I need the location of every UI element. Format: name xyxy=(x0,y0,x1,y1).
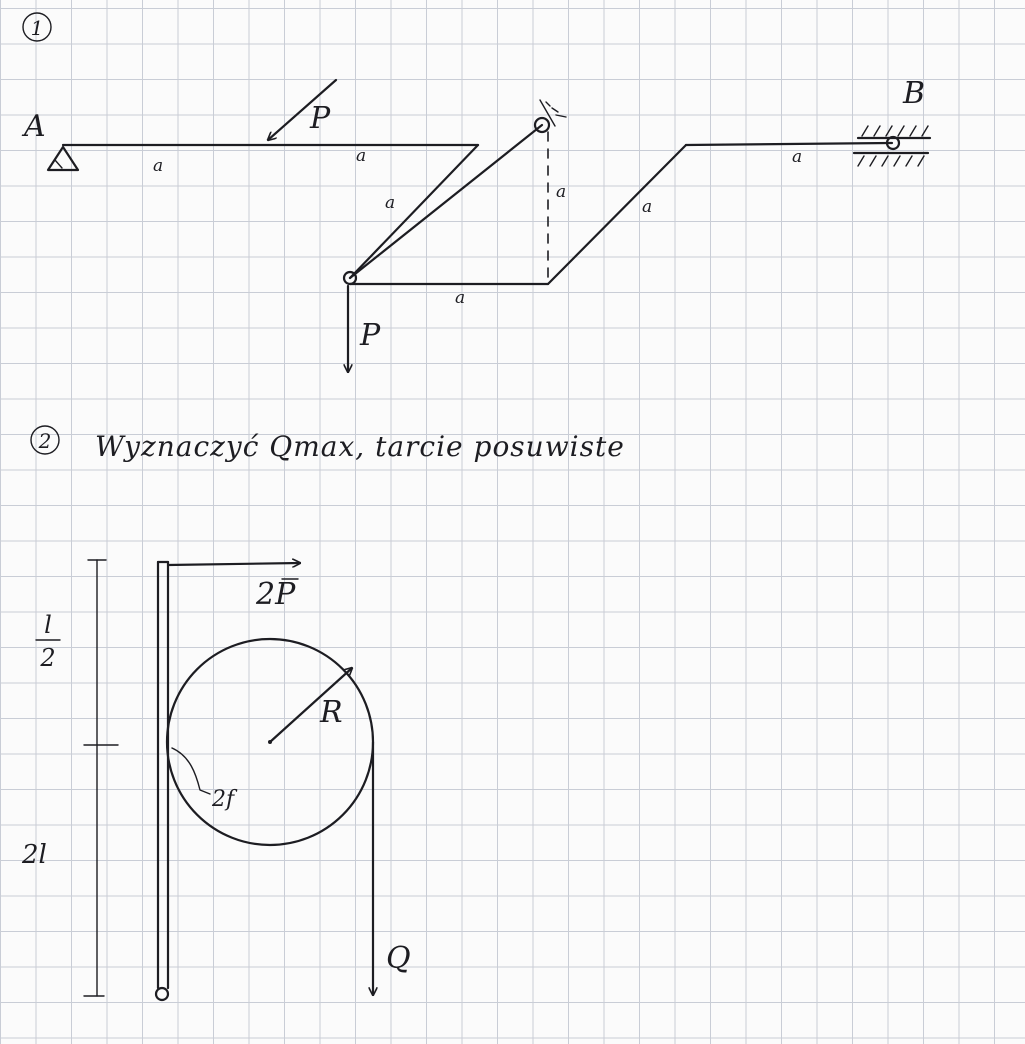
pin-triangle xyxy=(46,145,80,172)
label-friction: 2f xyxy=(211,787,238,812)
label-load: Q xyxy=(386,941,411,976)
rod-pin xyxy=(154,986,170,1002)
label-force-2p: 2P xyxy=(255,577,296,612)
support-a-pin xyxy=(46,145,80,172)
dim-label: a xyxy=(642,197,652,217)
problem-2: 2 Wyznaczyć Qmax, tarcie posuwiste 2P R … xyxy=(21,425,625,1002)
label-radius: R xyxy=(319,695,343,730)
roller-wall xyxy=(539,99,556,127)
pin-hatch xyxy=(54,159,63,169)
bar-to-roller xyxy=(348,123,544,280)
label-force-upper: P xyxy=(309,101,331,136)
hinge-joint xyxy=(342,270,358,286)
problem-1: 1 A xyxy=(21,12,932,374)
roller-support-top xyxy=(533,99,567,134)
label-support-a: A xyxy=(21,109,46,144)
dim-label: a xyxy=(153,156,163,176)
friction-leader xyxy=(171,747,211,795)
problem-1-number: 1 xyxy=(22,12,52,42)
dim-label: a xyxy=(455,288,465,308)
support-b-sleeve xyxy=(852,125,932,167)
dim-bottom-label: 2l xyxy=(21,840,47,870)
beam-top-right xyxy=(684,141,894,147)
label-support-b: B xyxy=(902,76,925,111)
member-diagonal-right xyxy=(546,143,688,286)
sleeve-hatch-top xyxy=(861,125,929,137)
problem-2-number-text: 2 xyxy=(38,429,52,453)
dim-label: a xyxy=(792,147,802,167)
dim-label: a xyxy=(385,193,395,213)
number-circle xyxy=(22,12,52,42)
sleeve-roller xyxy=(885,135,901,151)
roller-hatch xyxy=(555,114,567,118)
roller-circle xyxy=(533,116,551,134)
sleeve-hatch-bottom xyxy=(857,155,925,167)
dim-label: a xyxy=(556,182,566,202)
roller-hatch xyxy=(545,101,551,107)
dim-top-numerator: l xyxy=(44,611,52,639)
radius-arrow xyxy=(268,668,352,744)
problem-2-statement: Wyznaczyć Qmax, tarcie posuwiste xyxy=(95,430,625,463)
problem-2-number: 2 xyxy=(30,425,60,455)
label-force-lower: P xyxy=(359,318,381,353)
problem-1-number-text: 1 xyxy=(31,16,44,40)
dim-top-denominator: 2 xyxy=(39,644,55,672)
force-arrow-2p xyxy=(166,563,302,565)
dim-label: a xyxy=(356,146,366,166)
member-diagonal-left xyxy=(348,143,480,280)
number-circle xyxy=(30,425,60,455)
force-arrow-upper xyxy=(268,78,338,140)
roller-hatch xyxy=(551,107,559,113)
